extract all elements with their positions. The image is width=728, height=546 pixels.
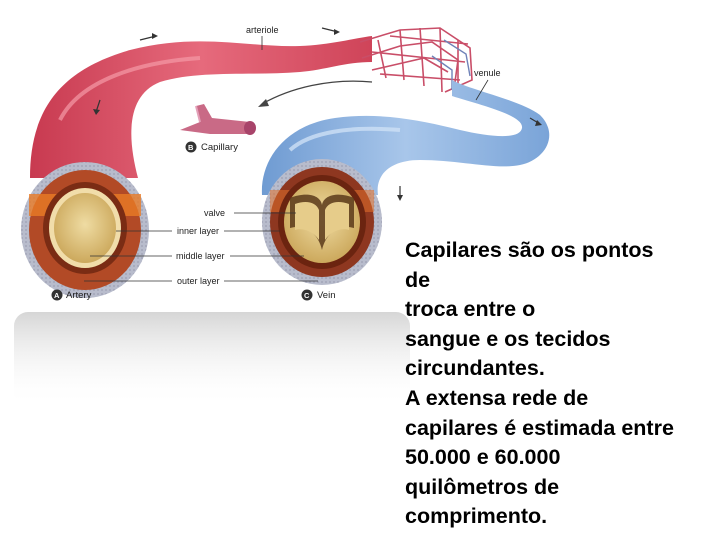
svg-text:C: C xyxy=(304,291,310,300)
caption-line: 50.000 e 60.000 xyxy=(405,445,561,470)
artery-label: Artery xyxy=(66,290,92,301)
caption-line: quilômetros de xyxy=(405,474,560,499)
inner-layer-label: inner layer xyxy=(177,226,219,236)
outer-layer-label: outer layer xyxy=(177,276,220,286)
artery-tube xyxy=(30,36,372,178)
vein-label: Vein xyxy=(317,290,336,301)
caption-text: Capilares são os pontos de troca entre o… xyxy=(405,236,710,532)
artery-cross-section xyxy=(21,162,149,298)
caption-line: troca entre o xyxy=(405,297,536,322)
venule-label: venule xyxy=(474,68,501,78)
svg-text:A: A xyxy=(54,291,60,300)
svg-text:B: B xyxy=(188,143,194,152)
capillary-letter-badge xyxy=(185,141,197,153)
caption-line: de xyxy=(405,267,431,292)
vein-cross-section xyxy=(262,159,382,285)
zoom-arrow xyxy=(261,80,373,105)
caption-line: circundantes. xyxy=(405,356,545,381)
caption-line: Capilares são os pontos xyxy=(405,238,654,262)
middle-layer-label: middle layer xyxy=(176,251,225,261)
valve-label: valve xyxy=(204,208,225,218)
layer-leaders xyxy=(84,212,318,282)
caption-line: comprimento. xyxy=(405,504,548,529)
floor-reflection xyxy=(14,312,410,407)
capillary-network xyxy=(359,27,473,93)
arteriole-label: arteriole xyxy=(246,25,279,35)
capillary-label: Capillary xyxy=(201,142,238,153)
caption-line: sangue e os tecidos xyxy=(405,326,611,351)
caption-line: A extensa rede de xyxy=(405,385,589,410)
caption-line: capilares é estimada entre xyxy=(405,415,674,440)
capillary-detail xyxy=(180,104,256,135)
